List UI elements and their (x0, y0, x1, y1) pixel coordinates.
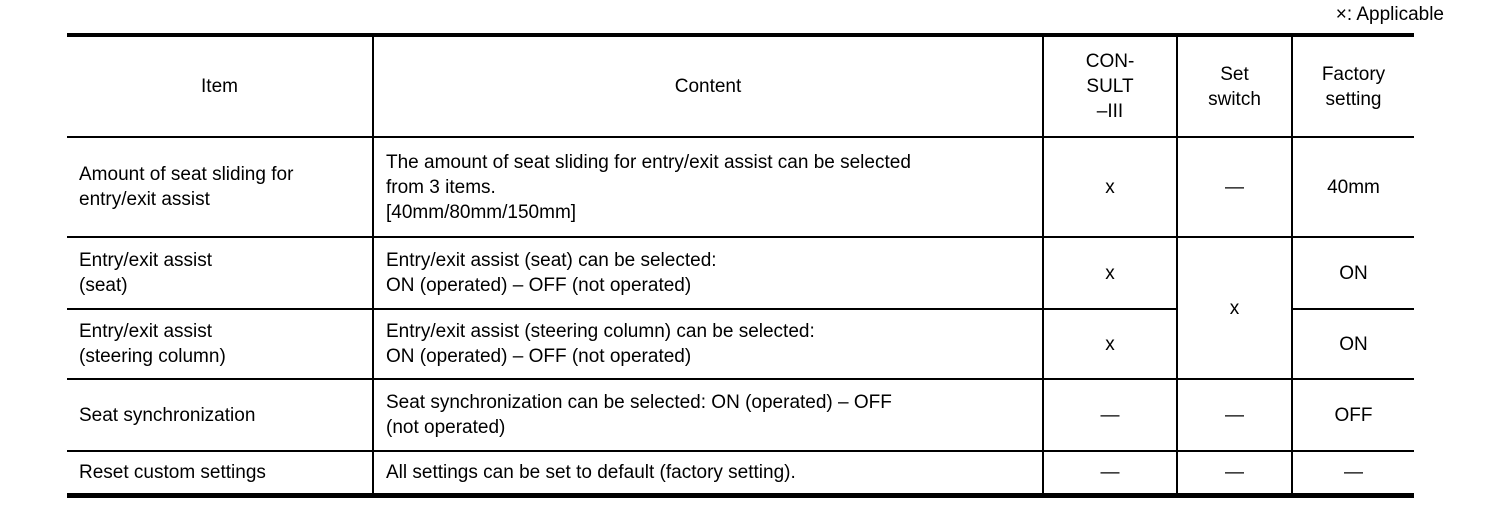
row-seat-synchronization: Seat synchronization Seat synchronizatio… (67, 378, 1414, 452)
item-cell: Entry/exit assist (steering column) (67, 308, 374, 380)
content-cell: Entry/exit assist (steering column) can … (372, 308, 1044, 380)
item-cell: Seat synchronization (67, 378, 374, 452)
content-cell: Entry/exit assist (seat) can be selected… (372, 236, 1044, 310)
consult-mark-cell: x (1042, 136, 1178, 238)
item-cell: Amount of seat sliding for entry/exit as… (67, 136, 374, 238)
consult-mark-cell: x (1042, 236, 1178, 310)
row-reset-custom-settings: Reset custom settings All settings can b… (67, 450, 1414, 496)
header-item: Item (67, 34, 374, 138)
content-cell: Seat synchronization can be selected: ON… (372, 378, 1044, 452)
header-row: Item Content CON- SULT –III Set switch F… (67, 34, 1414, 138)
set-switch-mark-cell: — (1176, 378, 1293, 452)
set-switch-mark-cell: — (1176, 450, 1293, 496)
consult-mark-cell: — (1042, 450, 1178, 496)
row-entry-exit-assist-steering-column: Entry/exit assist (steering column) Entr… (67, 308, 1414, 380)
consult-mark-cell: x (1042, 308, 1178, 380)
header-set-switch: Set switch (1176, 34, 1293, 138)
item-cell: Entry/exit assist (seat) (67, 236, 374, 310)
row-seat-sliding-amount: Amount of seat sliding for entry/exit as… (67, 136, 1414, 238)
header-consult-iii: CON- SULT –III (1042, 34, 1178, 138)
content-cell: All settings can be set to default (fact… (372, 450, 1044, 496)
consult-mark-cell: — (1042, 378, 1178, 452)
factory-setting-cell: ON (1291, 236, 1414, 310)
content-cell: The amount of seat sliding for entry/exi… (372, 136, 1044, 238)
item-cell: Reset custom settings (67, 450, 374, 496)
factory-setting-cell: OFF (1291, 378, 1414, 452)
custom-settings-table: Item Content CON- SULT –III Set switch F… (67, 33, 1414, 498)
set-switch-mark-cell-merged: x (1176, 236, 1293, 380)
factory-setting-cell: — (1291, 450, 1414, 496)
set-switch-mark-cell: — (1176, 136, 1293, 238)
applicable-legend: ×: Applicable (1335, 4, 1444, 25)
header-factory-setting: Factory setting (1291, 34, 1414, 138)
row-entry-exit-assist-seat: Entry/exit assist (seat) Entry/exit assi… (67, 236, 1414, 380)
factory-setting-cell: 40mm (1291, 136, 1414, 238)
factory-setting-cell: ON (1291, 308, 1414, 380)
header-content: Content (372, 34, 1044, 138)
